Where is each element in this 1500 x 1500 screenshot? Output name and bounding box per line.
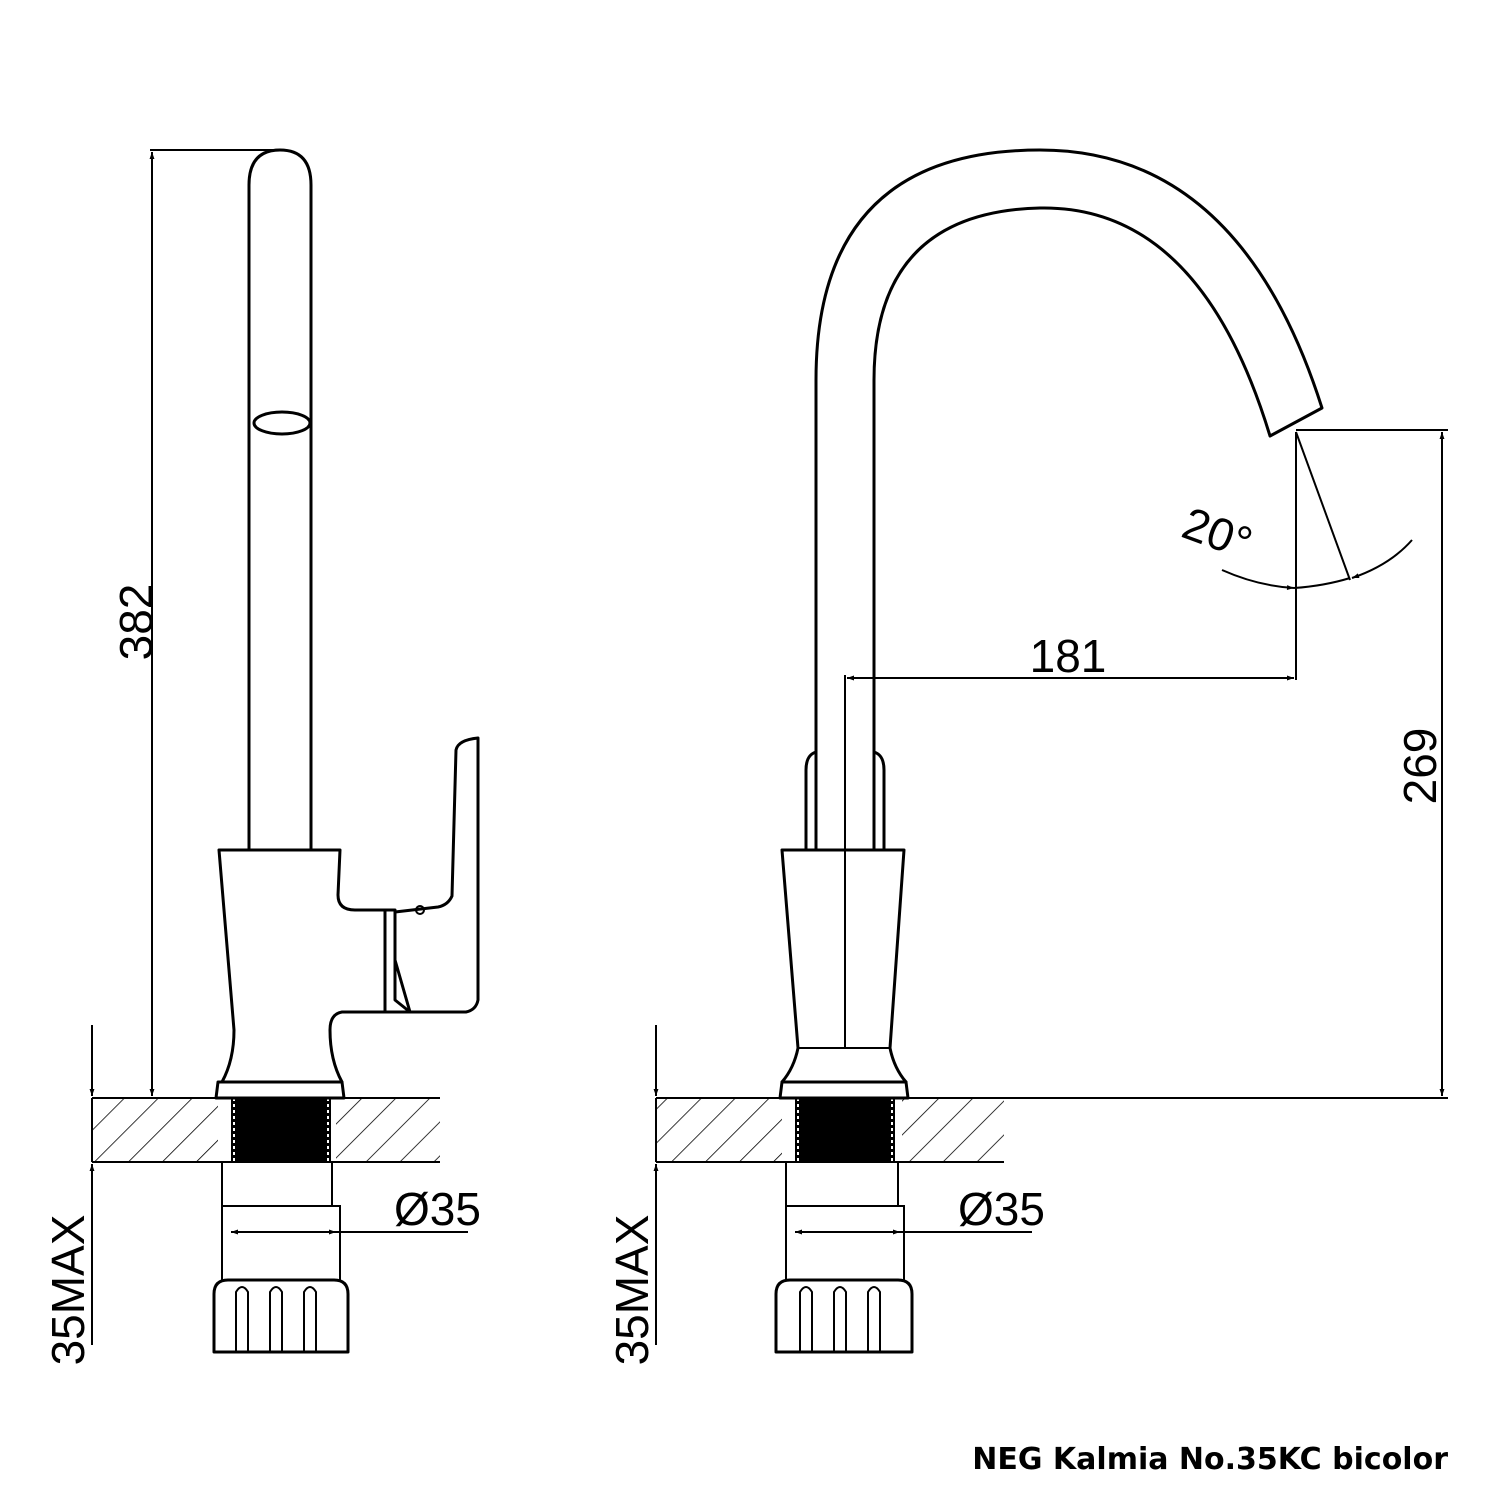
side-view: 382 35MAX Ø35 (42, 148, 481, 1366)
lever-handle-front (804, 750, 886, 852)
cartridge-connector-side (383, 908, 412, 1014)
dimension-diameter-right: Ø35 (795, 1183, 1045, 1235)
spout-tube-side (247, 148, 313, 852)
handle-screw-side (415, 905, 425, 915)
threaded-shank-left (221, 1098, 333, 1207)
dimension-mount-right: 35MAX (606, 1025, 659, 1366)
dim-label-20deg: 20° (1176, 497, 1259, 570)
threaded-shank-right (785, 1098, 899, 1207)
dimension-angle-20: 20° (1176, 431, 1413, 591)
tap-base-front (778, 1080, 910, 1100)
nut-collar-right (785, 1205, 905, 1281)
tap-base-side (214, 1080, 346, 1100)
dim-label-d35-left: Ø35 (394, 1183, 481, 1235)
dimension-height-269: 269 (910, 429, 1448, 1099)
lever-handle-side (393, 736, 480, 1014)
dim-label-35max-left: 35MAX (42, 1215, 94, 1366)
dim-label-181: 181 (1030, 630, 1107, 682)
dimension-mount-left: 35MAX (42, 1025, 95, 1366)
product-caption: NEG Kalmia No.35KC bicolor (972, 1442, 1448, 1477)
aerator-side (252, 410, 312, 436)
dim-label-382: 382 (110, 584, 162, 661)
dimension-reach-181: 181 (847, 432, 1297, 682)
nut-collar-left (221, 1205, 341, 1281)
dimension-height-382: 382 (110, 149, 280, 1096)
nut-grooves-right (799, 1286, 881, 1352)
dimension-diameter-left: Ø35 (231, 1183, 481, 1235)
dim-label-35max-right: 35MAX (606, 1215, 658, 1366)
gooseneck-spout (814, 148, 1324, 852)
nut-grooves-left (235, 1286, 317, 1352)
mounting-nut-right (774, 1278, 914, 1354)
tap-body-side (217, 848, 387, 1084)
front-view: 181 20° 269 35MAX Ø35 (606, 148, 1448, 1366)
dim-label-269: 269 (1394, 728, 1446, 805)
dim-label-d35-right: Ø35 (958, 1183, 1045, 1235)
